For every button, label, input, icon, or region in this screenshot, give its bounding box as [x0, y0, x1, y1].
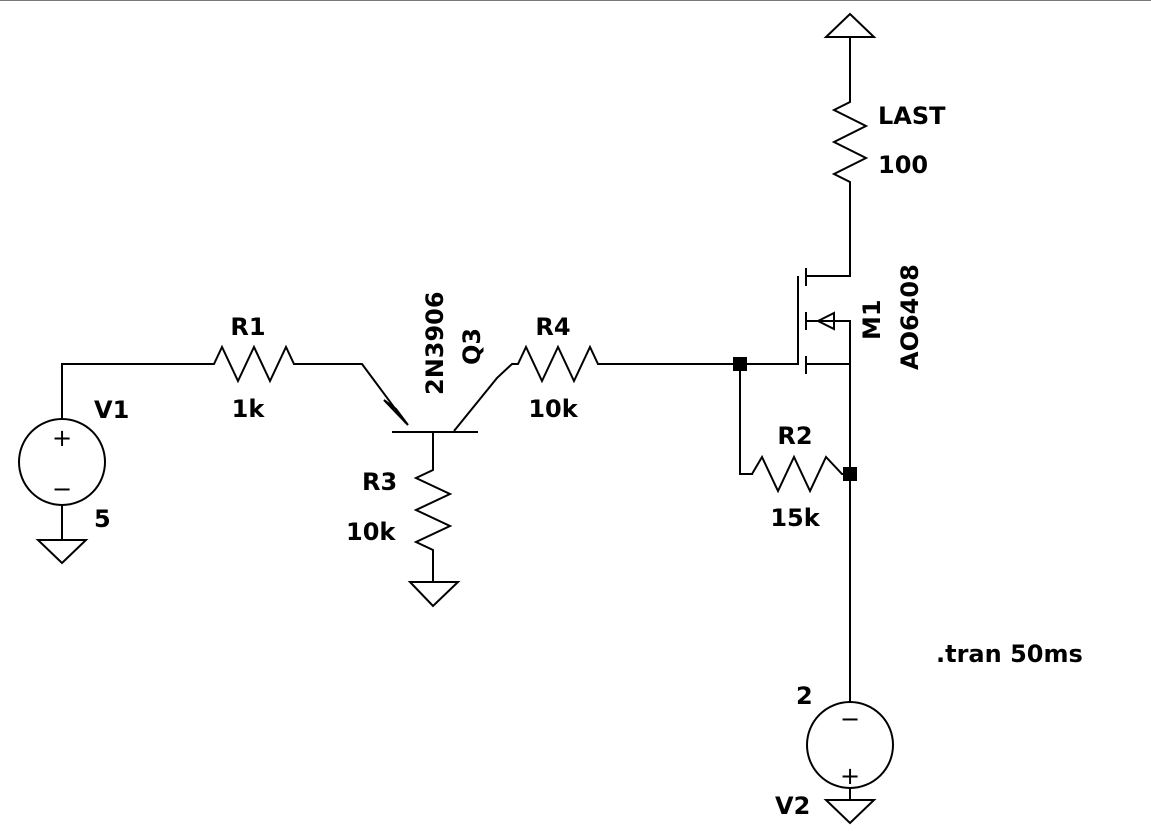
m1-model-label: AO6408 [896, 264, 924, 370]
minus-sign: − [52, 475, 72, 503]
wire-r1-q3-emitter [309, 363, 407, 424]
plus-sign: + [840, 762, 860, 790]
resistor-r1[interactable] [198, 344, 310, 384]
v1-value-label: 5 [94, 505, 111, 533]
r2-ref-label: R2 [777, 422, 812, 450]
ground-symbol-v2 [823, 799, 877, 825]
r4-ref-label: R4 [535, 313, 570, 341]
resistor-r2[interactable] [751, 454, 850, 494]
drain-lead [806, 216, 851, 277]
wire-v1-r1 [61, 363, 199, 420]
wire-q3-r4 [495, 362, 514, 380]
mosfet-m1[interactable] [797, 216, 851, 374]
r1-value-label: 1k [232, 395, 266, 423]
v2-value-label: 2 [796, 682, 813, 710]
supply-flag-symbol [823, 12, 877, 38]
resistor-r3[interactable] [413, 462, 453, 582]
r3-value-label: 10k [346, 518, 396, 546]
plus-sign: + [52, 424, 72, 452]
transistor-q3[interactable] [383, 377, 498, 433]
body-arrow [815, 311, 835, 331]
resistor-last[interactable] [831, 64, 869, 216]
wire-gate-r2 [739, 363, 753, 475]
minus-sign: − [840, 705, 860, 733]
last-value-label: 100 [878, 151, 928, 179]
collector-lead [453, 377, 498, 432]
v2-ref-label: V2 [775, 792, 810, 820]
resistor-r4[interactable] [512, 344, 610, 384]
r4-value-label: 10k [528, 395, 578, 423]
emitter-arrow [383, 399, 409, 426]
ground-symbol-v1 [35, 539, 89, 565]
r2-value-label: 15k [770, 504, 820, 532]
body-lead [806, 320, 851, 364]
r1-ref-label: R1 [230, 313, 265, 341]
r3-ref-label: R3 [362, 468, 397, 496]
q3-ref-label: Q3 [458, 328, 486, 365]
voltage-source-v2[interactable]: − + [806, 701, 894, 790]
last-ref-label: LAST [878, 102, 946, 130]
ground-symbol-r3 [407, 581, 461, 608]
spice-directive[interactable]: .tran 50ms [936, 640, 1083, 668]
q3-model-label: 2N3906 [421, 291, 449, 395]
v1-ref-label: V1 [94, 396, 129, 424]
m1-ref-label: M1 [858, 299, 886, 340]
voltage-source-v1[interactable]: + − [18, 418, 106, 506]
